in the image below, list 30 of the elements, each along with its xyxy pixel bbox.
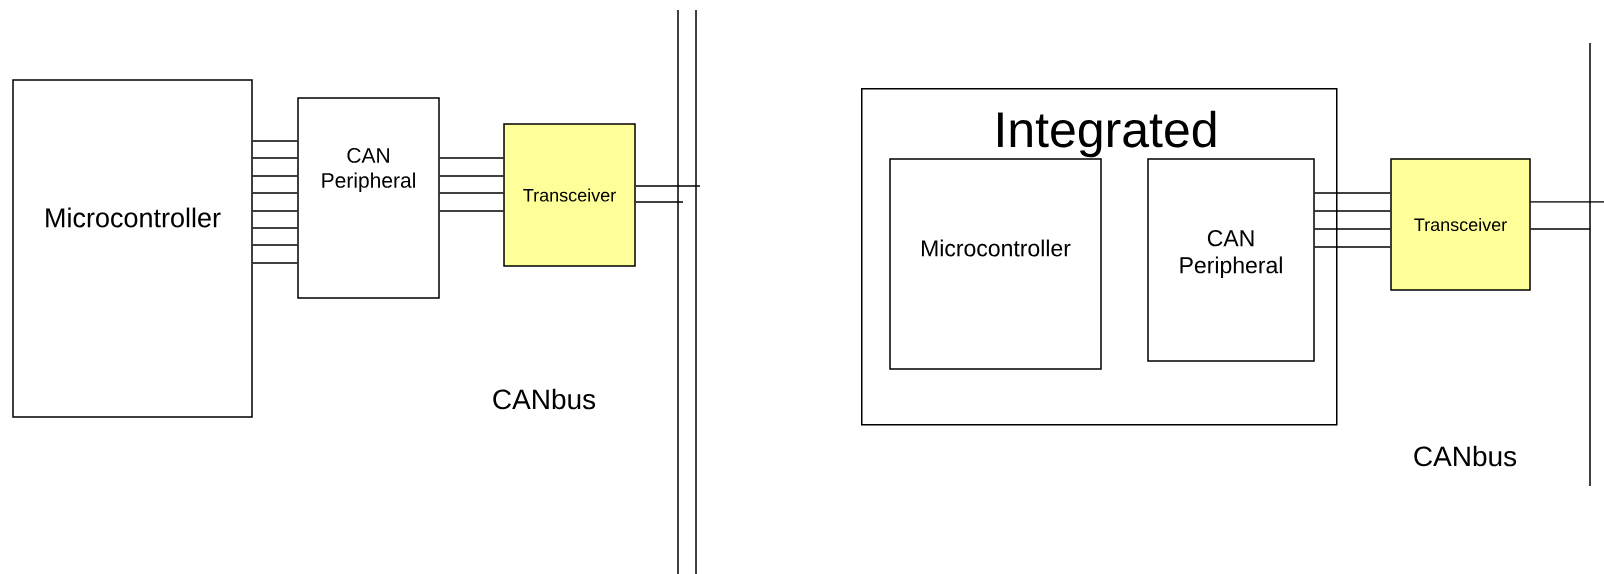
transceiver-box: Transceiver [1390, 158, 1531, 291]
wire [439, 157, 504, 159]
wire [1314, 192, 1391, 194]
wire [252, 210, 298, 212]
block-box: Microcontroller [12, 79, 253, 418]
wire [1314, 210, 1391, 212]
wire [439, 210, 504, 212]
wire [635, 185, 701, 187]
wire [252, 244, 298, 246]
block-box: CAN Peripheral [1147, 158, 1315, 362]
wire [252, 140, 298, 142]
wire [252, 262, 298, 264]
wire [1314, 246, 1391, 248]
block-box: CAN Peripheral [297, 97, 440, 299]
wire [439, 192, 504, 194]
wire [635, 201, 684, 203]
bus-line [677, 9, 697, 574]
block-box: Microcontroller [889, 158, 1102, 370]
bus-line [1589, 42, 1591, 487]
wire [439, 175, 504, 177]
bus-label: CANbus [1414, 445, 1517, 467]
wire [1314, 228, 1391, 230]
wire [252, 227, 298, 229]
wire [252, 192, 298, 194]
wire [1530, 201, 1604, 203]
bus-label: CANbus [493, 388, 596, 410]
transceiver-box: Transceiver [503, 123, 636, 267]
wire [252, 175, 298, 177]
wire [1530, 228, 1591, 230]
wire [252, 157, 298, 159]
